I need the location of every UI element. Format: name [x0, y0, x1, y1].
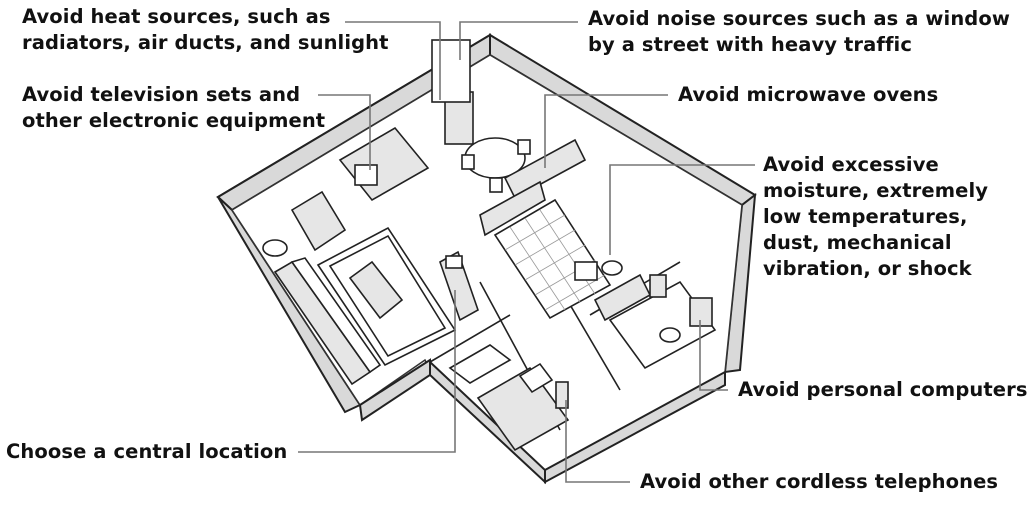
computer-tower — [690, 298, 712, 326]
television — [355, 165, 377, 185]
label-microwave: Avoid microwave ovens — [678, 82, 938, 108]
cordless-phone-base — [446, 256, 462, 268]
dining-chair-1 — [462, 155, 474, 169]
dining-chair-3 — [518, 140, 530, 154]
dining-chair-2 — [490, 178, 502, 192]
window — [432, 40, 470, 102]
bathroom-sink — [575, 262, 597, 280]
toilet — [602, 261, 622, 275]
label-noise-sources: Avoid noise sources such as a window by … — [588, 6, 1010, 58]
floor-lamp — [263, 240, 287, 256]
label-heat-sources: Avoid heat sources, such as radiators, a… — [22, 4, 389, 56]
label-moisture: Avoid excessive moisture, extremely low … — [763, 152, 988, 282]
label-central-location: Choose a central location — [6, 439, 287, 465]
computer-monitor-small — [650, 275, 666, 297]
label-television: Avoid television sets and other electron… — [22, 82, 325, 134]
label-cordless-phones: Avoid other cordless telephones — [640, 469, 998, 495]
label-computers: Avoid personal computers — [738, 377, 1028, 403]
office-chair — [660, 328, 680, 342]
